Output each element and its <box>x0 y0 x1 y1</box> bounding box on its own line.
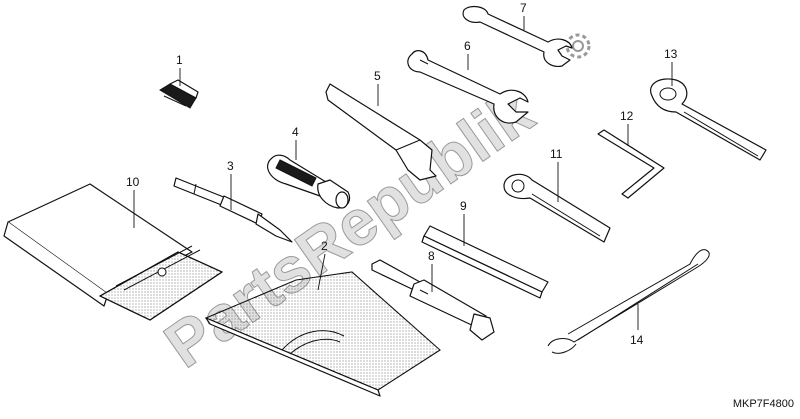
callout-9: 9 <box>460 199 467 213</box>
callout-3: 3 <box>227 159 234 173</box>
part-6-wrench <box>407 50 529 124</box>
callout-6: 6 <box>464 39 471 53</box>
callout-4: 4 <box>292 125 299 139</box>
callout-8: 8 <box>428 249 435 263</box>
callout-7: 7 <box>520 1 527 15</box>
leader-lines <box>133 16 673 330</box>
part-11-box-wrench <box>503 173 611 243</box>
part-14-strap <box>547 249 710 354</box>
callout-11: 11 <box>550 147 563 161</box>
part-5-pin-spanner <box>325 83 437 181</box>
part-10-tool-bag <box>3 183 224 321</box>
watermark-gear-icon <box>565 33 591 59</box>
part-4-screwdriver-handle <box>267 154 351 209</box>
part-1-clip <box>159 79 199 109</box>
part-3-screwdriver-bit <box>173 177 293 243</box>
part-13-ring-spanner <box>650 78 767 161</box>
callout-12: 12 <box>620 109 634 123</box>
callout-14: 14 <box>630 333 644 347</box>
callout-13: 13 <box>664 47 678 61</box>
diagram-code: MKP7F4800 <box>732 398 794 410</box>
part-7-wrench <box>462 5 573 67</box>
callout-10: 10 <box>126 175 140 189</box>
part-2-manual <box>204 271 441 397</box>
callout-5: 5 <box>374 69 381 83</box>
part-9-bar <box>421 225 549 299</box>
callout-2: 2 <box>321 239 328 253</box>
part-8-plug-wrench <box>371 259 495 341</box>
part-12-hex-key <box>597 129 665 199</box>
callout-1: 1 <box>176 53 183 67</box>
